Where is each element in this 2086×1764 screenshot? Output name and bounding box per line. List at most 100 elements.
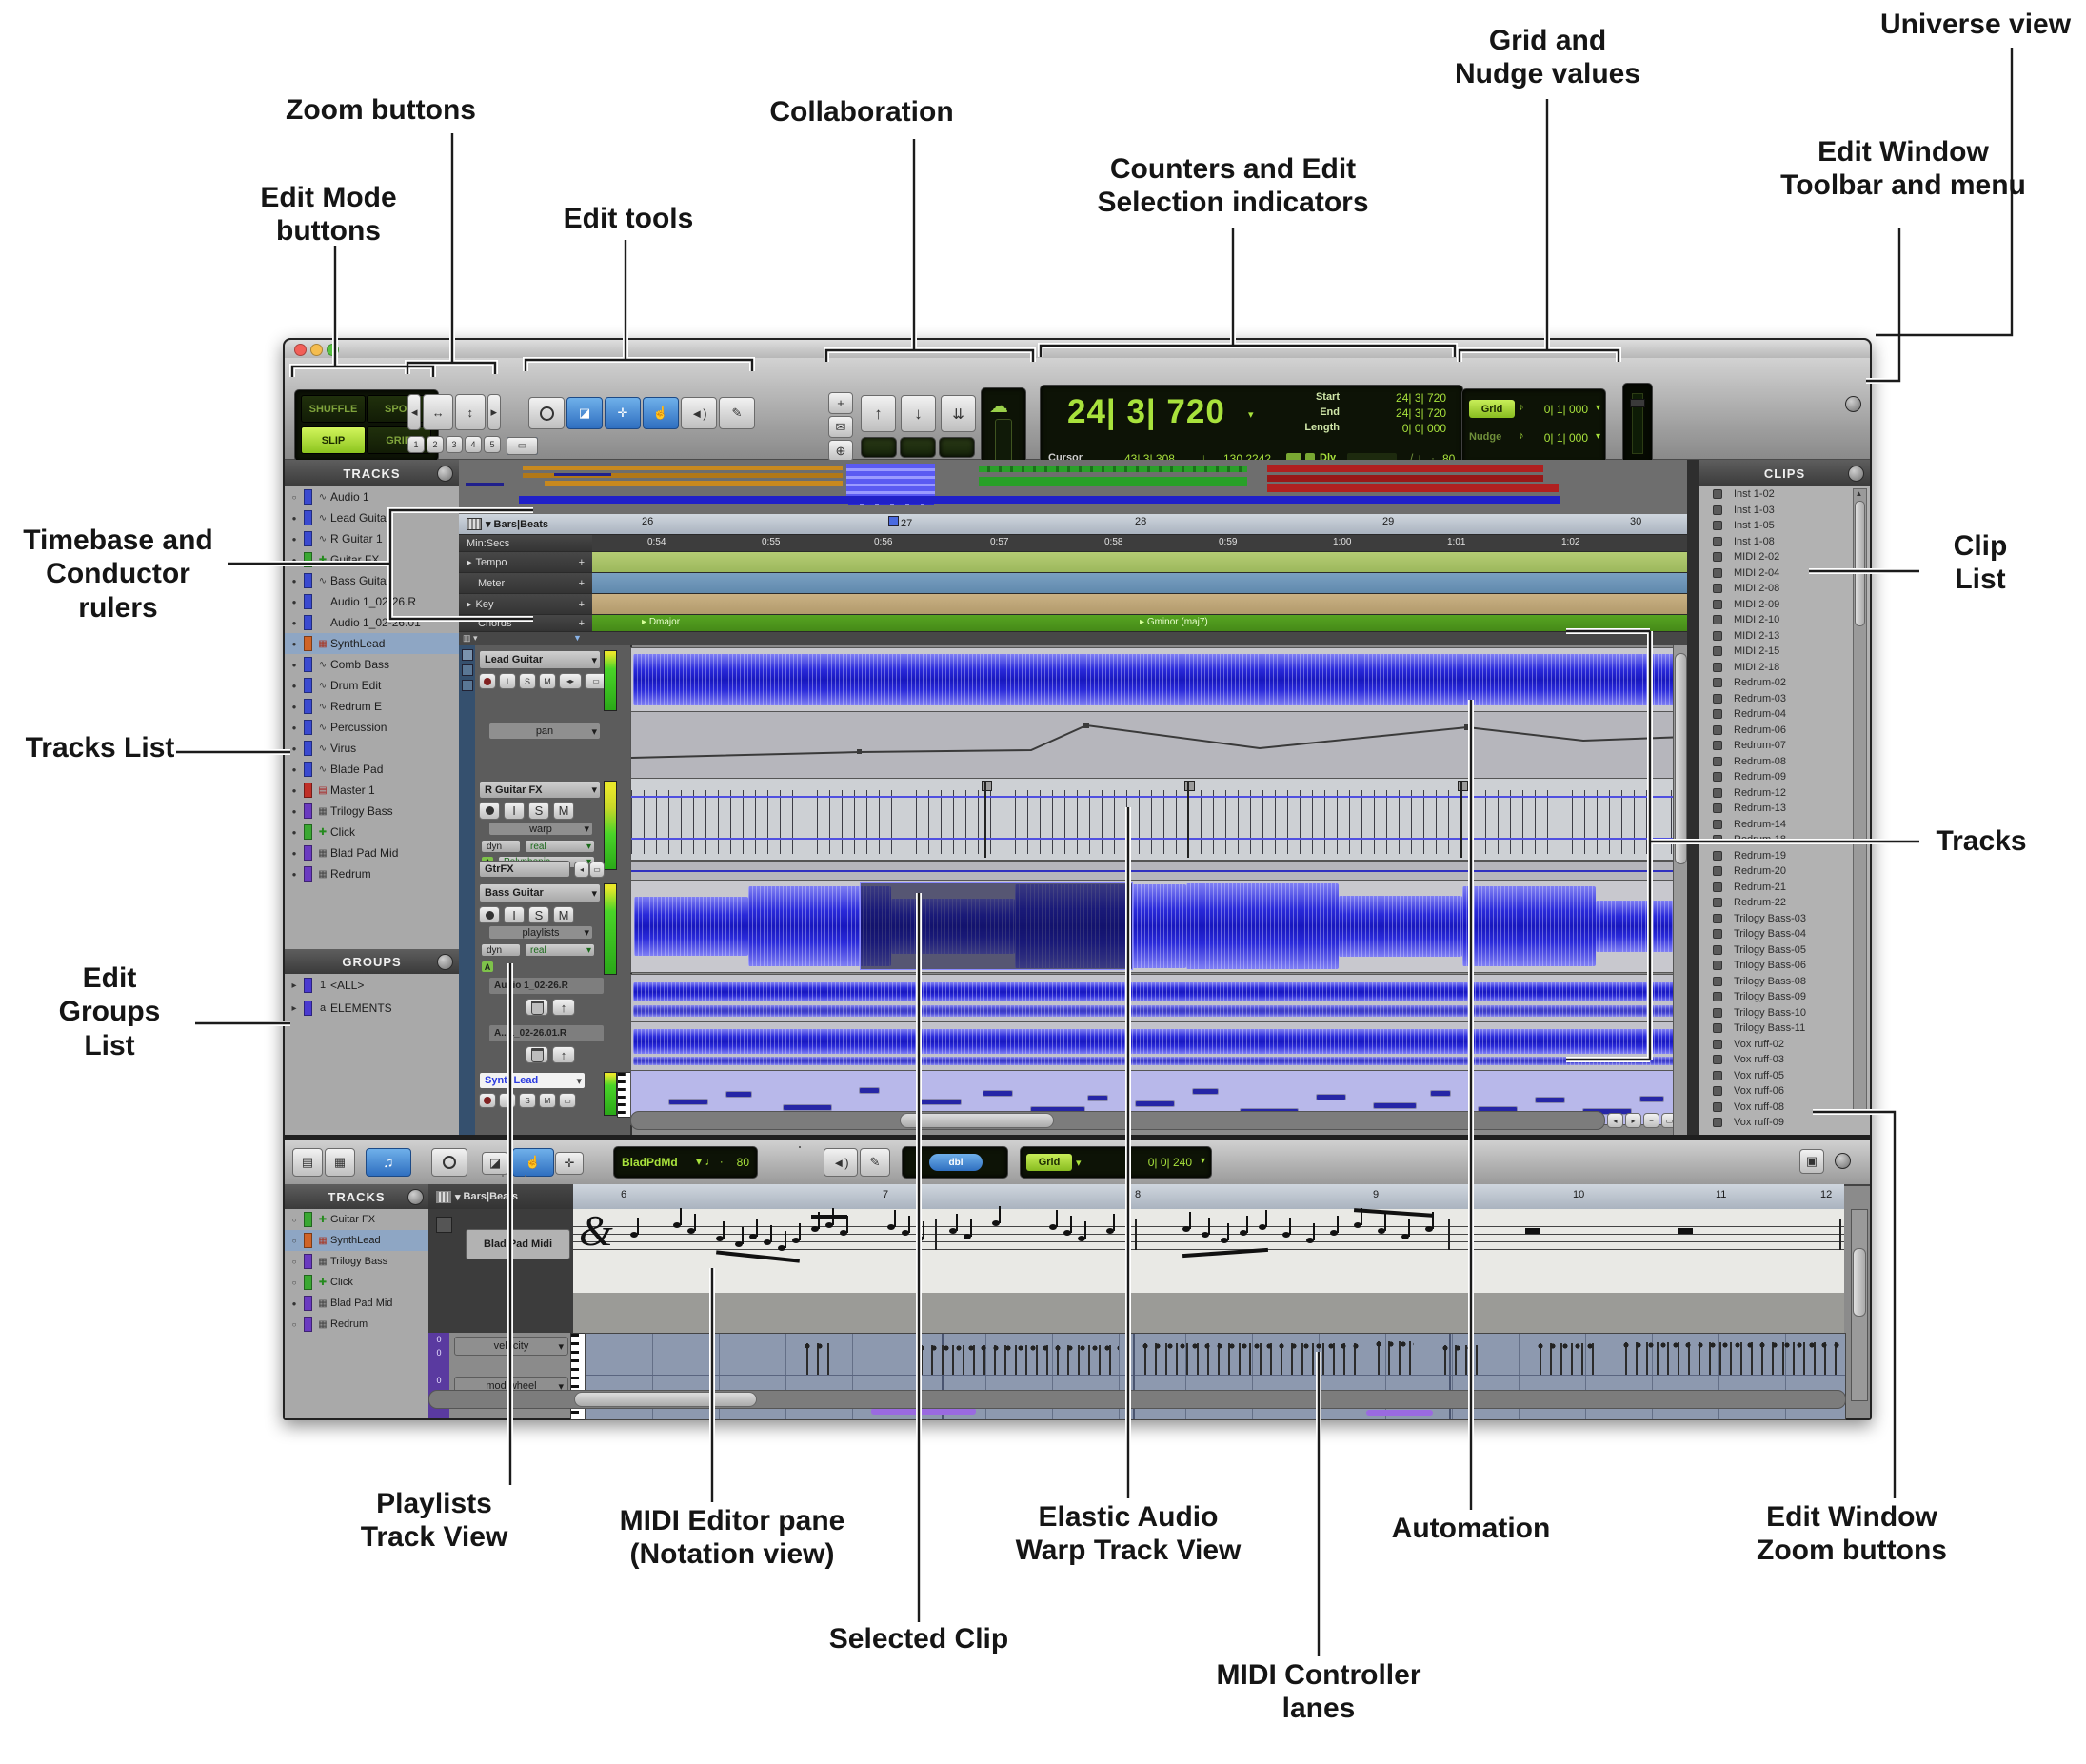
selection-row[interactable]: Length 0| 0| 000 (1271, 422, 1452, 437)
zoom-out-arrow-icon[interactable]: ◂ (407, 394, 422, 430)
zoom-preset-button[interactable]: 3 (446, 436, 463, 453)
clip-row[interactable]: Trilogy Bass-09 (1699, 989, 1870, 1005)
clip-row[interactable]: MIDI 2-15 (1699, 644, 1870, 660)
clip-row[interactable]: Inst 1-03 (1699, 503, 1870, 519)
groups-list-menu-icon[interactable] (437, 954, 453, 970)
midi-editor-menu-icon[interactable] (1835, 1153, 1851, 1169)
midi-bars-ruler-label[interactable]: ▾Bars|Beats (428, 1184, 573, 1210)
track-show-dot[interactable]: ● (291, 743, 297, 753)
playlist-1-name[interactable]: Audio 1_02-26.R (488, 977, 605, 995)
notation-staff-area[interactable]: & (573, 1206, 1844, 1294)
zoomer-tool-icon[interactable] (528, 397, 565, 429)
clip-row[interactable]: Trilogy Bass-04 (1699, 926, 1870, 942)
mute-button[interactable]: M (539, 673, 556, 689)
mute-button[interactable]: M (553, 906, 574, 923)
synthlead-name[interactable]: SynthLead▾ (479, 1072, 586, 1089)
groups-list-header[interactable]: GROUPS (285, 949, 459, 975)
clips-scrollbar[interactable]: ▲ (1853, 488, 1867, 1113)
track-show-dot[interactable]: ● (291, 806, 297, 816)
track-show-dot[interactable]: ● (291, 785, 297, 795)
zoom-left-icon[interactable]: ◂ (1607, 1113, 1623, 1128)
tracks-list-row[interactable]: ○ ∿ Audio 1 (285, 486, 459, 507)
mini-keyboard[interactable] (617, 1072, 631, 1118)
pan-lane-selector[interactable]: pan▾ (488, 723, 601, 740)
track-target-dot[interactable]: ○ (291, 1257, 297, 1266)
track-show-dot[interactable]: ● (291, 702, 297, 711)
solo-button[interactable]: S (519, 673, 536, 689)
bars-beats-ruler-label[interactable]: ▾ Bars|Beats (459, 514, 592, 535)
tracks-list-row[interactable]: ● ∿ Percussion (285, 717, 459, 738)
edit-horizontal-scrollbar[interactable] (630, 1111, 1605, 1130)
midi-track-row[interactable]: ○ ✚ Guitar FX (285, 1209, 428, 1230)
clip-row[interactable]: Redrum-19 (1699, 848, 1870, 864)
playlist-2-name[interactable]: A...1_02-26.01.R (488, 1024, 605, 1042)
notation-view-button[interactable]: ▦ (325, 1148, 355, 1177)
tracks-list-row[interactable]: ● ∿ Lead Guitar (285, 507, 459, 528)
clips-header[interactable]: CLIPS (1699, 460, 1870, 487)
solo-button[interactable]: S (519, 1093, 536, 1108)
meter-handle[interactable] (1630, 399, 1645, 407)
clip-row[interactable]: Inst 1-02 (1699, 486, 1870, 503)
chord-label[interactable]: Gminor (maj7) (1140, 617, 1208, 627)
clip-row[interactable]: MIDI 2-08 (1699, 581, 1870, 597)
velocity-value[interactable]: 80 (736, 1156, 749, 1169)
double-bar-button[interactable]: dbl (929, 1154, 983, 1171)
grid-dropdown-icon[interactable]: ▾ (1595, 403, 1600, 413)
tracks-list-row[interactable]: ● ∿ Bass Guitar (285, 570, 459, 591)
upload-arrow-icon[interactable]: ↑ (861, 395, 896, 432)
clip-row[interactable]: Vox ruff-03 (1699, 1052, 1870, 1068)
input-monitor-button[interactable]: I (499, 673, 516, 689)
track-show-dot[interactable]: ● (291, 681, 297, 690)
selector-tool-icon[interactable]: ✛ (605, 397, 641, 429)
mute-button[interactable]: M (539, 1093, 556, 1108)
scrubber-tool-icon[interactable]: ◄) (681, 397, 717, 429)
output-window-button[interactable]: ◂▸ (559, 673, 582, 689)
nudge-value[interactable]: 0| 1| 000 (1543, 431, 1588, 445)
midi-tracks-menu-icon[interactable] (407, 1189, 424, 1205)
clip-row[interactable]: MIDI 2-10 (1699, 612, 1870, 628)
lead-guitar-lane[interactable] (630, 647, 1687, 713)
clips-menu-icon[interactable] (1848, 466, 1864, 482)
clip-row[interactable]: Redrum-12 (1699, 785, 1870, 802)
scrollbar-handle[interactable] (1855, 501, 1865, 626)
gtrfx-solo-button[interactable]: ◂ (574, 862, 589, 878)
track-show-dot[interactable]: ● (291, 639, 297, 648)
lead-guitar-name[interactable]: Lead Guitar▾ (479, 650, 601, 669)
grabber-tool-icon[interactable]: ☝ (643, 397, 679, 429)
zoom-preset-button[interactable]: 4 (465, 436, 482, 453)
clip-row[interactable]: Redrum-06 (1699, 723, 1870, 739)
clip-row[interactable]: Trilogy Bass-06 (1699, 958, 1870, 974)
clip-row[interactable]: Trilogy Bass-03 (1699, 911, 1870, 927)
record-enable-icon[interactable] (479, 673, 496, 689)
key-ruler[interactable] (592, 594, 1687, 615)
counter-dropdown-icon[interactable]: ▾ (1248, 409, 1254, 421)
clips-divider[interactable] (1687, 460, 1699, 1135)
clip-row[interactable]: Redrum-09 (1699, 769, 1870, 785)
chords-ruler-label[interactable]: Chords+ (459, 615, 592, 632)
clip-row[interactable]: Vox ruff-06 (1699, 1083, 1870, 1100)
clip-row[interactable]: Vox ruff-05 (1699, 1068, 1870, 1084)
midi-grid-toggle[interactable]: Grid (1026, 1154, 1072, 1171)
selection-value[interactable]: 0| 0| 000 (1401, 422, 1446, 435)
toolbar-menu-icon[interactable] (1845, 396, 1861, 412)
playlist-up-icon[interactable]: ↑ (552, 999, 575, 1016)
tracks-list-row[interactable]: ● ∿ Virus (285, 738, 459, 759)
tempo-ruler-label[interactable]: ▸Tempo+ (459, 552, 592, 573)
record-enable-icon[interactable] (479, 802, 500, 820)
pan-automation-lane[interactable] (630, 711, 1687, 780)
nudge-dropdown-icon[interactable]: ▾ (1595, 431, 1600, 442)
chords-ruler[interactable]: DmajorGminor (maj7) (592, 615, 1687, 632)
target-track-display[interactable]: BladPdMd ▾ ♩ · 80 (613, 1146, 758, 1179)
edit-mode-button[interactable]: SLIP (301, 426, 366, 454)
track-show-dot[interactable]: ● (291, 764, 297, 774)
track-target-dot[interactable]: ○ (291, 1278, 297, 1287)
scrollbar-handle[interactable] (1675, 653, 1687, 864)
zoom-right-icon[interactable]: ▸ (1625, 1113, 1641, 1128)
min-secs-ruler-label[interactable]: Min:Secs (459, 535, 592, 552)
notation-track-name[interactable]: Blad Pad Midi (466, 1229, 570, 1259)
midi-track-row[interactable]: ○ ✚ Click (285, 1272, 428, 1293)
target-pane-icon[interactable]: ▣ (1799, 1149, 1824, 1174)
zoom-preset-button[interactable]: 2 (427, 436, 444, 453)
